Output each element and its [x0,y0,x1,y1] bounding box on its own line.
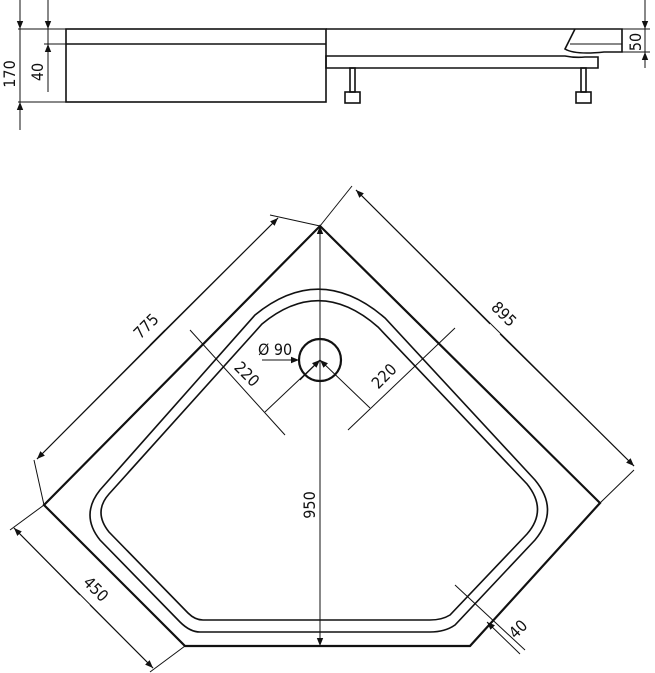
dim-depth-center: 950 [300,491,319,518]
dim-rim-width: 40 [505,616,531,642]
dim-drain-offset-right: 220 [368,360,401,393]
side-tray-profile [325,28,623,69]
side-tray-body [65,28,327,103]
side-view: 170 40 50 [0,0,650,130]
plan-view: 950 Ø 90 220 220 775 895 450 [9,185,635,673]
dim-rim-height: 50 [626,33,645,51]
tray-inner-basin-edge [100,299,539,621]
tray-leg [575,67,592,104]
dim-drain-diameter: Ø 90 [258,340,292,359]
dim-drain-offset-left: 220 [230,358,263,391]
dim-height-total: 170 [0,60,19,87]
tray-outline [42,224,602,648]
dim-tray-height: 40 [28,63,47,81]
dim-front-facet: 450 [79,573,112,606]
tray-leg [344,67,361,104]
tray-inner-basin [89,288,549,633]
